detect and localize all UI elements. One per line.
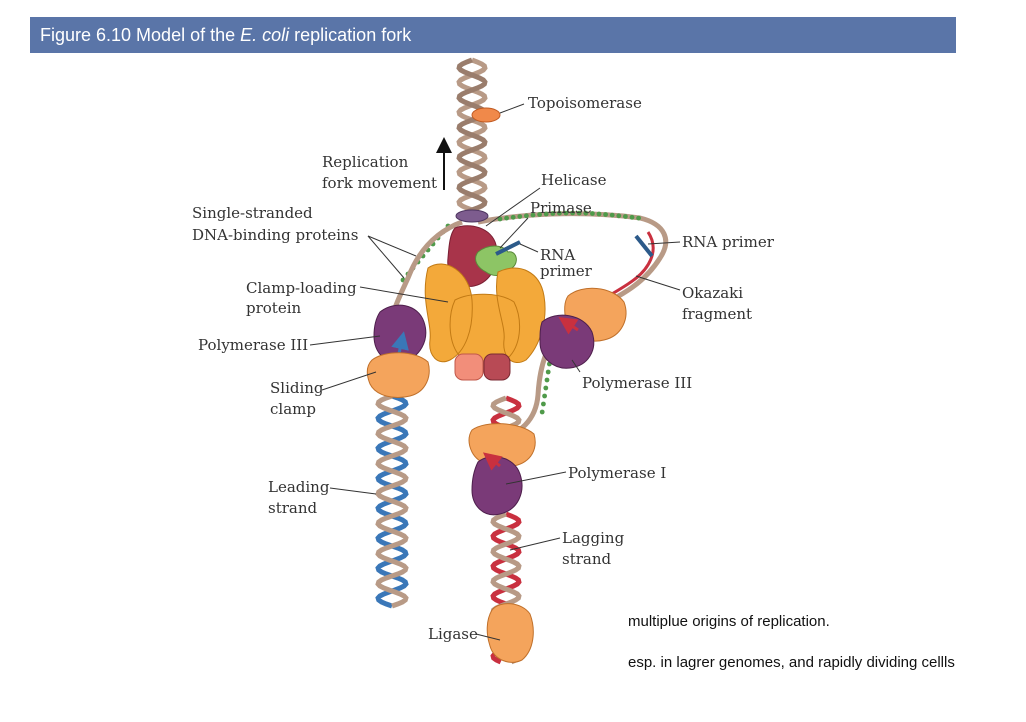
- ssb-dot: [545, 369, 551, 375]
- ssb-dot: [570, 210, 575, 216]
- ssb-dot: [517, 214, 523, 219]
- ssb-dot: [544, 377, 550, 383]
- label-rna-primer-center-1: RNA: [540, 246, 575, 264]
- topoisomerase-shape: [471, 107, 501, 123]
- ssb-dot: [557, 210, 562, 216]
- note-line-1: multiplue origins of replication.: [628, 613, 830, 630]
- label-sliding-2: clamp: [270, 400, 316, 418]
- leader-lagging: [509, 537, 561, 551]
- leader-ssb-1: [367, 235, 417, 257]
- label-leading-1: Leading: [268, 478, 330, 496]
- leader-ligase: [475, 633, 501, 641]
- label-lagging-2: strand: [562, 550, 611, 568]
- label-topoisomerase: Topoisomerase: [528, 94, 642, 112]
- label-leading-2: strand: [268, 499, 317, 517]
- label-clamp-loading-1: Clamp-loading: [246, 279, 357, 297]
- ligase-shape: [486, 603, 534, 663]
- lagging-new-strand-arrow-lower: [482, 452, 503, 471]
- ssb-dot: [537, 212, 542, 217]
- label-okazaki-1: Okazaki: [682, 284, 743, 302]
- leader-ssb-2: [367, 235, 405, 279]
- ssb-dot: [623, 214, 628, 219]
- leader-clamp-loading: [359, 286, 449, 303]
- figure-title-italic: E. coli: [240, 25, 290, 45]
- ssb-dot: [510, 214, 516, 220]
- ssb-dot: [576, 210, 582, 216]
- label-helicase: Helicase: [541, 171, 607, 189]
- ssb-dot: [629, 214, 635, 220]
- ssb-dot: [530, 212, 536, 218]
- leader-rna-primer-right: [647, 241, 681, 245]
- leading-dna-strand-b: [375, 393, 409, 609]
- clamp-loader-base-left: [454, 353, 484, 381]
- sliding-clamp-left-shape: [366, 352, 430, 398]
- ssb-dot: [550, 211, 556, 216]
- label-rna-primer-right: RNA primer: [682, 233, 775, 251]
- label-okazaki-2: fragment: [682, 305, 752, 323]
- ssb-dot: [539, 409, 545, 415]
- ssb-dot: [609, 212, 615, 218]
- label-pol3-left: Polymerase III: [198, 336, 308, 354]
- label-pol1: Polymerase I: [568, 464, 666, 482]
- label-rna-primer-center-2: primer: [540, 262, 593, 280]
- ssb-dot: [590, 211, 595, 216]
- label-replication-1: Replication: [322, 153, 409, 171]
- leader-lines: [309, 103, 681, 641]
- note-line-2: esp. in lagrer genomes, and rapidly divi…: [628, 654, 955, 671]
- figure-title-suffix: replication fork: [289, 25, 412, 45]
- helicase-ring: [455, 209, 489, 223]
- ssb-dot: [497, 216, 503, 222]
- ssb-dot: [596, 211, 602, 217]
- lagging-template-strand: [477, 211, 669, 443]
- parental-dna-helix: [456, 57, 488, 217]
- ssb-dot: [541, 401, 546, 407]
- leader-okazaki: [635, 275, 681, 291]
- label-sliding-1: Sliding: [270, 379, 324, 397]
- label-primase: Primase: [530, 199, 592, 217]
- clamp-loader-shape: [424, 263, 546, 364]
- ssb-dot: [616, 213, 622, 219]
- leader-primase: [499, 217, 529, 249]
- ssb-dot: [543, 211, 549, 217]
- leader-sliding-clamp: [321, 371, 377, 391]
- ssb-dot: [636, 215, 641, 221]
- ssb-dot: [504, 215, 509, 221]
- ssb-dot: [603, 212, 608, 217]
- leader-leading: [329, 487, 377, 495]
- label-replication-2: fork movement: [322, 174, 437, 192]
- label-ligase: Ligase: [428, 625, 478, 643]
- rna-primer-center-strand: [495, 240, 521, 256]
- ssb-dot: [563, 210, 569, 216]
- ssb-dot: [542, 393, 547, 399]
- lagging-new-strand-arrow-upper: [558, 317, 579, 335]
- leader-pol1: [505, 471, 567, 485]
- label-clamp-loading-2: protein: [246, 299, 302, 317]
- leader-topoisomerase: [499, 103, 525, 114]
- ssb-dot: [543, 385, 549, 391]
- parental-dna-strand-b: [456, 57, 488, 217]
- clamp-loader-base-right: [483, 353, 511, 381]
- leader-pol3-right: [571, 359, 581, 373]
- figure-title-prefix: Figure 6.10 Model of the: [40, 25, 241, 45]
- leading-strand-helix: [375, 393, 409, 609]
- figure-title: Figure 6.10 Model of the E. coli replica…: [30, 17, 956, 53]
- label-ssb-1: Single-stranded: [192, 204, 313, 222]
- parental-dna-strand-a: [456, 57, 488, 217]
- label-ssb-2: DNA-binding proteins: [192, 226, 358, 244]
- leader-rna-primer-center: [519, 243, 539, 253]
- ssb-dot: [583, 210, 589, 216]
- leader-helicase: [485, 187, 541, 227]
- label-lagging-1: Lagging: [562, 529, 625, 547]
- label-pol3-right: Polymerase III: [582, 374, 692, 392]
- polymerase-i-shape: [471, 456, 523, 516]
- rna-primer-right-strand: [634, 234, 654, 258]
- ssb-dot: [524, 213, 529, 219]
- leader-pol3-left: [309, 335, 381, 346]
